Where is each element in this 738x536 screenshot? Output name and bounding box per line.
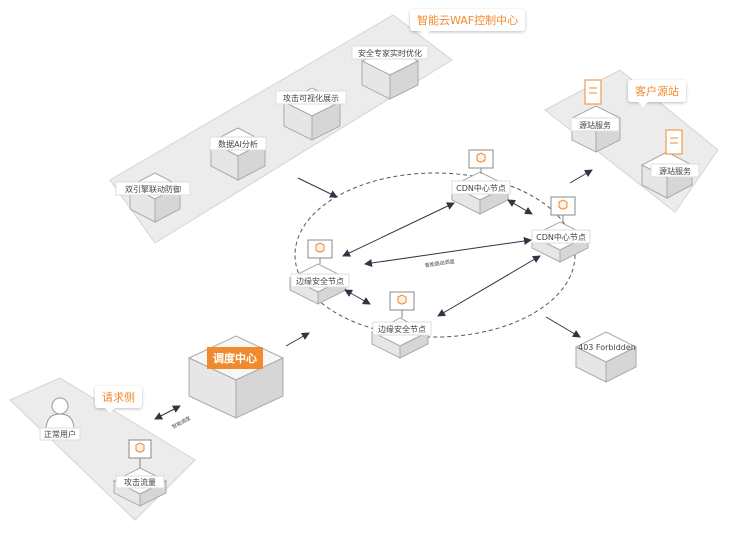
arrow-edge1-cdn1 <box>342 202 455 257</box>
edge-label-intelligent: 智能路由调度 <box>424 258 455 269</box>
waf-block-expert-label: 安全专家实时优化 <box>358 48 422 58</box>
waf-block-defense-label: 双引擎联动防御 <box>125 184 181 194</box>
origin-server-1: 源站服务 <box>570 79 622 153</box>
normal-user-label: 正常用户 <box>44 429 76 439</box>
callout-requester: 请求侧 <box>95 386 142 413</box>
waf-block-expert: 安全专家实时优化 <box>351 45 429 100</box>
cdn-node-1: CDN中心节点 <box>450 149 511 215</box>
dispatch-center-badge: 调度中心 <box>207 347 263 369</box>
attack-traffic: 攻击流量 <box>112 439 168 507</box>
waf-block-ai: 数据AI分析 <box>209 127 267 181</box>
cdn-network-ring <box>294 172 576 338</box>
arrow-waf-to-network <box>297 177 338 198</box>
cdn-node-2: CDN中心节点 <box>530 196 591 263</box>
edge-label-dispatch: 智能调度 <box>171 415 192 431</box>
edge-node-2: 边缘安全节点 <box>370 291 432 359</box>
normal-user: 正常用户 <box>39 397 81 441</box>
forbidden-label: 403 Forbidden <box>578 343 636 352</box>
origin-server-1-label: 源站服务 <box>579 120 611 130</box>
attack-traffic-label: 攻击流量 <box>124 477 156 487</box>
arrow-edge1-edge2 <box>344 289 371 305</box>
arrow-cdn1-cdn2 <box>507 199 533 215</box>
arrow-edge2-cdn2 <box>437 255 541 317</box>
cdn-node-2-label: CDN中心节点 <box>536 232 586 242</box>
callout-waf-console: 智能云WAF控制中心 <box>410 9 526 36</box>
arrow-edge1-cdn2 <box>364 237 532 267</box>
waf-block-visualization: 攻击可视化展示 <box>275 87 347 141</box>
waf-block-defense: 双引擎联动防御 <box>115 172 191 223</box>
origin-server-2-label: 源站服务 <box>659 166 691 176</box>
forbidden-block: 403 Forbidden <box>574 331 638 383</box>
waf-block-visualization-label: 攻击可视化展示 <box>283 93 339 103</box>
callout-origin: 客户源站 <box>628 80 686 107</box>
waf-block-ai-label: 数据AI分析 <box>218 139 258 149</box>
origin-server-2: 源站服务 <box>640 129 700 199</box>
edge-node-1-label: 边缘安全节点 <box>296 276 344 286</box>
arrow-requester-dispatch <box>154 405 181 420</box>
arrow-cdn2-to-origin <box>569 169 593 184</box>
arrow-network-to-forbidden <box>545 316 581 338</box>
edge-node-1: 边缘安全节点 <box>288 239 350 305</box>
arrow-dispatch-to-edge <box>285 332 310 347</box>
edge-node-2-label: 边缘安全节点 <box>378 324 426 334</box>
cdn-node-1-label: CDN中心节点 <box>456 183 506 193</box>
